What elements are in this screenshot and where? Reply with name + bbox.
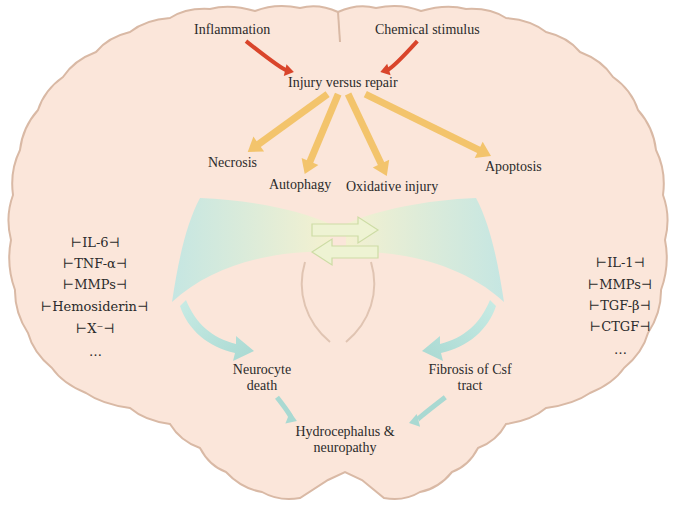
inhibitor-label: ⊢TNF-α⊣ [63,257,127,271]
text-node: Injury versus repair [288,75,398,91]
ventricle-line [346,262,374,342]
connector-arrow [277,397,297,423]
label-text: … [614,342,627,357]
fan-shape [172,198,330,302]
arrow-head [475,142,491,158]
node-text: Autophagy [269,177,331,193]
inhibitor-label: ⊢IL-1⊣ [596,256,645,270]
label-text: … [89,344,102,359]
fan-tail [180,300,254,361]
connector-arrow [365,94,491,158]
inhibitor-label: ⊢MMPs⊣ [63,278,127,292]
inhibitor-label: ⊢TGF-β⊣ [589,299,651,313]
connector-line [387,41,417,70]
fan-arrow [346,198,504,361]
label-text: ⊢TNF-α⊣ [63,256,127,271]
arrow-head [248,137,264,152]
label-text: ⊢IL-1⊣ [596,255,645,270]
node-text: Necrosis [208,155,257,171]
label-text: ⊢MMPs⊣ [588,277,652,292]
node-text: Hydrocephalus & neuropathy [284,424,406,456]
inhibitor-label: ⊢IL-6⊣ [71,236,120,250]
arrow-head [380,64,390,75]
node-text: Oxidative injury [346,179,438,195]
text-node: Inflammation [194,22,270,38]
arrow-head [285,411,297,423]
connector-arrow [302,94,339,174]
node-text: Inflammation [194,22,270,38]
inhibitor-label: ⊢X⁻⊣ [76,322,114,336]
inhibitor-label: ⊢MMPs⊣ [588,278,652,292]
connector-line [348,94,382,166]
exchange-arrow [312,217,378,243]
text-node: Chemical stimulus [375,22,480,38]
connector-line [246,41,287,70]
connector-arrow [380,41,417,75]
exchange-arrow [312,239,378,265]
fan-arrow [172,198,330,361]
text-node: Apoptosis [485,159,542,175]
label-text: ⊢IL-6⊣ [71,235,120,250]
text-node: Oxidative injury [346,179,438,195]
connector-arrow [409,397,445,427]
brain-outline [8,6,667,499]
label-text: ⊢X⁻⊣ [76,321,114,336]
connector-arrow [246,41,294,76]
arrow-head [302,158,319,174]
connector-line [416,397,445,421]
node-text: Apoptosis [485,159,542,175]
text-node: Autophagy [269,177,331,193]
node-text: Injury versus repair [288,75,398,91]
arrow-head [284,64,294,76]
arrow-head [373,160,389,176]
connector-line [365,94,481,151]
inhibitor-label: … [89,345,102,359]
label-text: ⊢MMPs⊣ [63,277,127,292]
label-text: ⊢CTGF⊣ [590,319,650,334]
label-text: ⊢TGF-β⊣ [589,298,651,313]
longitudinal-fissure [338,12,340,42]
inhibitor-label: … [614,343,627,357]
connector-line [309,94,338,164]
text-node: Neurocyte death [226,362,298,394]
ventricle-line [302,262,330,342]
node-text: Fibrosis of Csf tract [428,362,512,394]
label-text: ⊢Hemosiderin⊣ [41,299,148,314]
inhibitor-label: ⊢Hemosiderin⊣ [41,300,148,314]
node-text: Chemical stimulus [375,22,480,38]
node-text: Neurocyte death [226,362,298,394]
text-node: Fibrosis of Csf tract [428,362,512,394]
inhibitor-label: ⊢CTGF⊣ [590,320,650,334]
text-node: Hydrocephalus & neuropathy [284,424,406,456]
text-node: Necrosis [208,155,257,171]
arrow-head [409,414,420,427]
